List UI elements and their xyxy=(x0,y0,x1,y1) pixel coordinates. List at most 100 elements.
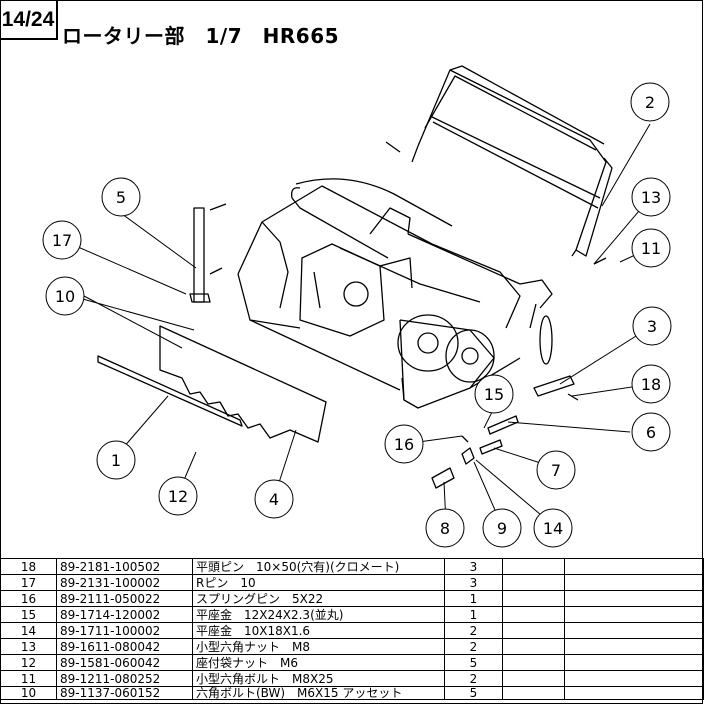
empty-cell xyxy=(502,590,565,607)
svg-text:14: 14 xyxy=(543,519,563,538)
svg-text:10: 10 xyxy=(55,287,75,306)
part-name: スプリングピン 5X22 xyxy=(192,590,445,607)
part-no: 16 xyxy=(0,590,57,607)
svg-text:11: 11 xyxy=(641,239,661,258)
callout-12: 12 xyxy=(158,476,198,516)
part-number: 89-1711-100002 xyxy=(56,622,193,639)
part-number: 89-2131-100002 xyxy=(56,574,193,591)
page-title: ロータリー部 1/7 HR665 xyxy=(62,24,340,48)
part-number: 89-1211-080252 xyxy=(56,670,193,687)
empty-cell xyxy=(564,638,704,655)
svg-text:7: 7 xyxy=(551,461,561,480)
part-qty: 1 xyxy=(444,606,503,623)
empty-cell xyxy=(502,638,565,655)
empty-cell xyxy=(502,574,565,591)
part-name: 平頭ピン 10×50(穴有)(クロメート) xyxy=(192,558,445,575)
empty-cell xyxy=(502,686,565,700)
part-qty: 2 xyxy=(444,622,503,639)
part-qty: 1 xyxy=(444,590,503,607)
empty-cell xyxy=(502,670,565,687)
svg-text:9: 9 xyxy=(497,519,507,538)
svg-text:1: 1 xyxy=(111,451,121,470)
part-number: 89-1137-060152 xyxy=(56,686,193,700)
svg-text:13: 13 xyxy=(641,188,661,207)
part-no: 15 xyxy=(0,606,57,623)
callout-14: 14 xyxy=(533,508,573,548)
part-no: 11 xyxy=(0,670,57,687)
pins-drawing xyxy=(385,141,607,489)
callout-17: 17 xyxy=(42,220,82,260)
svg-text:4: 4 xyxy=(269,490,279,509)
skid-plate-drawing xyxy=(159,325,327,443)
callout-15: 15 xyxy=(474,374,514,414)
callout-1: 1 xyxy=(96,440,136,480)
part-no: 10 xyxy=(0,686,57,700)
part-qty: 3 xyxy=(444,574,503,591)
empty-cell xyxy=(564,670,704,687)
empty-cell xyxy=(564,574,704,591)
table-row: 16 89-2111-050022 スプリングピン 5X22 1 xyxy=(0,590,704,607)
callout-2: 2 xyxy=(630,82,670,122)
part-number: 89-1611-080042 xyxy=(56,638,193,655)
callout-13: 13 xyxy=(631,177,671,217)
svg-text:15: 15 xyxy=(484,385,504,404)
part-name: 小型六角ナット M8 xyxy=(192,638,445,655)
part-number: 89-1581-060042 xyxy=(56,654,193,671)
table-row: 18 89-2181-100502 平頭ピン 10×50(穴有)(クロメート) … xyxy=(0,558,704,575)
empty-cell xyxy=(502,622,565,639)
callout-6: 6 xyxy=(631,412,671,452)
flat-bar-drawing xyxy=(97,355,243,427)
callout-3: 3 xyxy=(632,306,672,346)
table-row: 13 89-1611-080042 小型六角ナット M8 2 xyxy=(0,638,704,655)
table-row: 14 89-1711-100002 平座金 10X18X1.6 2 xyxy=(0,622,704,639)
part-no: 17 xyxy=(0,574,57,591)
callout-16: 16 xyxy=(384,424,424,464)
part-name: 座付袋ナット M6 xyxy=(192,654,445,671)
part-name: 小型六角ボルト M8X25 xyxy=(192,670,445,687)
svg-text:12: 12 xyxy=(168,487,188,506)
empty-cell xyxy=(564,686,704,700)
part-name: 平座金 12X24X2.3(並丸) xyxy=(192,606,445,623)
part-no: 14 xyxy=(0,622,57,639)
svg-text:5: 5 xyxy=(116,188,126,207)
empty-cell xyxy=(564,622,704,639)
rear-cover-drawing xyxy=(411,65,613,257)
part-qty: 5 xyxy=(444,654,503,671)
table-row: 17 89-2131-100002 Rピン 10 3 xyxy=(0,574,704,591)
part-name: 六角ボルト(BW) M6X15 アッセット xyxy=(192,686,445,700)
svg-text:3: 3 xyxy=(647,317,657,336)
callout-18: 18 xyxy=(631,364,671,404)
part-name: 平座金 10X18X1.6 xyxy=(192,622,445,639)
empty-cell xyxy=(564,590,704,607)
empty-cell xyxy=(564,654,704,671)
part-number: 89-2111-050022 xyxy=(56,590,193,607)
callout-8: 8 xyxy=(425,508,465,548)
svg-text:2: 2 xyxy=(645,93,655,112)
part-qty: 2 xyxy=(444,638,503,655)
empty-cell xyxy=(564,558,704,575)
empty-cell xyxy=(564,606,704,623)
part-name: Rピン 10 xyxy=(192,574,445,591)
exploded-parts-diagram: 1 2 3 4 5 6 7 8 9 10 11 12 13 14 15 16 1… xyxy=(42,65,672,548)
support-stand-drawing xyxy=(189,203,227,303)
parts-list-table: 18 89-2181-100502 平頭ピン 10×50(穴有)(クロメート) … xyxy=(0,558,704,700)
page-number: 14/24 xyxy=(0,0,58,40)
table-row: 11 89-1211-080252 小型六角ボルト M8X25 2 xyxy=(0,670,704,687)
part-qty: 2 xyxy=(444,670,503,687)
svg-text:8: 8 xyxy=(440,519,450,538)
empty-cell xyxy=(502,558,565,575)
part-qty: 5 xyxy=(444,686,503,700)
part-no: 18 xyxy=(0,558,57,575)
empty-cell xyxy=(502,606,565,623)
svg-text:17: 17 xyxy=(52,231,72,250)
callout-11: 11 xyxy=(631,228,671,268)
table-row: 15 89-1714-120002 平座金 12X24X2.3(並丸) 1 xyxy=(0,606,704,623)
callout-7: 7 xyxy=(536,450,576,490)
part-number: 89-1714-120002 xyxy=(56,606,193,623)
callout-5: 5 xyxy=(101,177,141,217)
callout-4: 4 xyxy=(254,479,294,519)
callout-10: 10 xyxy=(45,276,85,316)
table-row: 12 89-1581-060042 座付袋ナット M6 5 xyxy=(0,654,704,671)
svg-text:16: 16 xyxy=(394,435,414,454)
